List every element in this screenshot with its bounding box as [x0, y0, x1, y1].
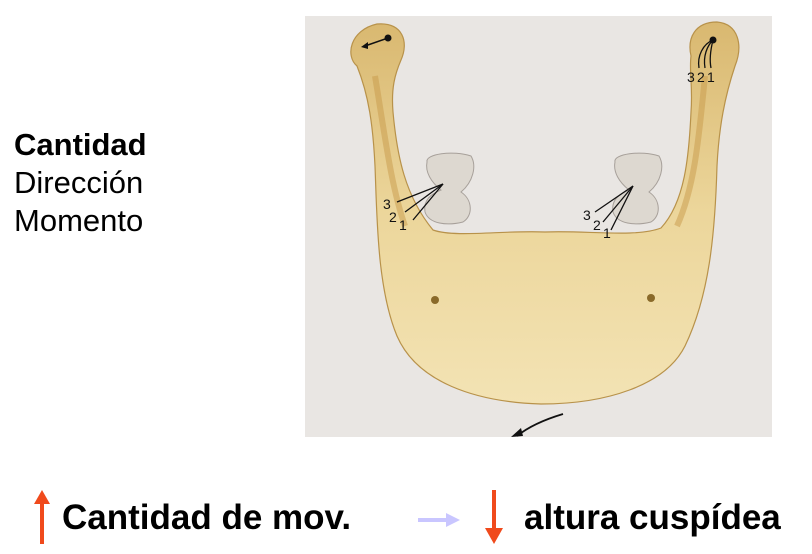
bottom-row: Cantidad de mov. altura cuspídea	[0, 488, 812, 548]
left-condyle-arrow	[361, 34, 392, 49]
label-cantidad-de-mov: Cantidad de mov.	[62, 498, 352, 537]
label-altura-cuspidea: altura cuspídea	[524, 498, 781, 537]
left-tooth-num-3: 3	[383, 196, 391, 212]
right-tooth-arrows: 3 2 1	[583, 185, 634, 241]
mandible-illustration: 3 2 1 3 2 1 3 2 1	[305, 16, 772, 437]
label-cantidad: Cantidad	[14, 127, 147, 162]
mandible-bone	[350, 21, 740, 405]
right-condyle-num-1: 1	[707, 69, 715, 85]
mental-foramen-left	[431, 296, 439, 304]
tooth-left	[424, 152, 475, 225]
arrow-right-icon	[418, 513, 460, 527]
label-direccion: Dirección	[14, 165, 144, 200]
left-tooth-num-1: 1	[399, 217, 407, 233]
right-tooth-num-1: 1	[603, 225, 611, 241]
arrow-up-icon	[34, 490, 50, 544]
mandible-figure: 3 2 1 3 2 1 3 2 1	[305, 16, 772, 437]
right-condyle-arrows: 3 2 1	[687, 36, 717, 85]
left-tooth-num-2: 2	[389, 209, 397, 225]
right-condyle-num-3: 3	[687, 69, 695, 85]
right-tooth-num-3: 3	[583, 207, 591, 223]
ramus-shadow-right	[674, 75, 708, 228]
chin-arrow	[511, 413, 564, 437]
label-momento: Momento	[14, 203, 144, 238]
left-tooth-arrows: 3 2 1	[383, 183, 444, 233]
side-labels: Cantidad Dirección Momento	[14, 126, 147, 240]
arrow-down-icon	[485, 490, 503, 544]
right-condyle-num-2: 2	[697, 69, 705, 85]
ramus-shadow-left	[372, 75, 408, 227]
right-tooth-num-2: 2	[593, 217, 601, 233]
mental-foramen-right	[647, 294, 655, 302]
